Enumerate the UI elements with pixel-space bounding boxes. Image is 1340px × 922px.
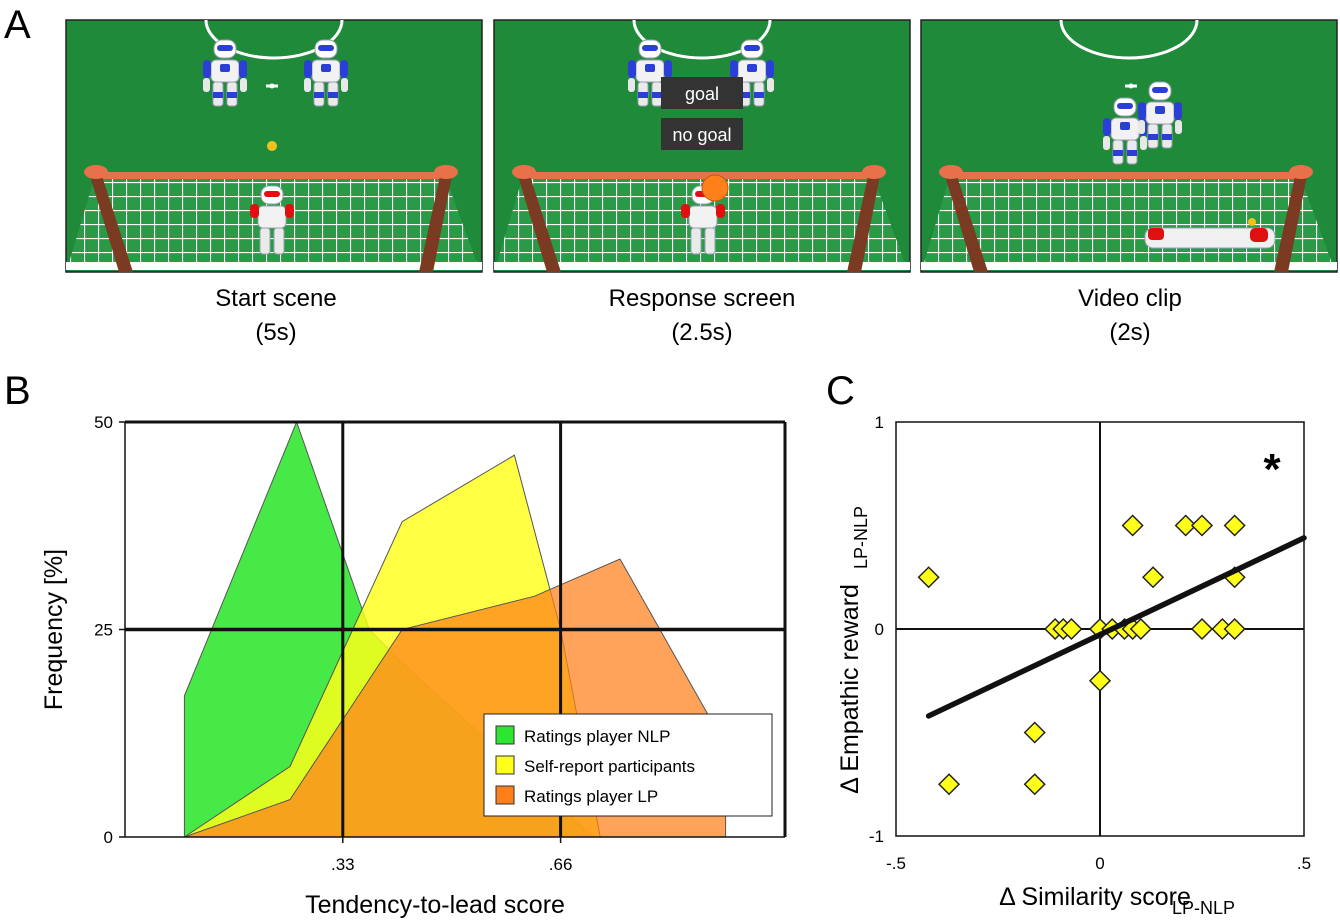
scene-duration: (2s) (1109, 319, 1150, 346)
x-tick-label: .5 (1297, 854, 1311, 873)
scene-duration: (2.5s) (671, 319, 732, 346)
data-point (1060, 617, 1083, 641)
data-point (1174, 514, 1197, 537)
legend-label: Ratings player NLP (524, 727, 670, 746)
data-point (1088, 669, 1112, 692)
y-tick-label: -1 (869, 827, 884, 846)
data-point (937, 773, 961, 796)
scene-duration: (5s) (255, 319, 296, 346)
data-point (917, 566, 940, 589)
regression-line (925, 535, 1307, 719)
scene-caption: Video clip (1078, 285, 1182, 312)
scene-caption: Start scene (215, 285, 336, 312)
y-tick-label: 0 (875, 620, 884, 639)
y-axis-label-subscript: LP-NLP (851, 506, 871, 569)
data-point (1223, 617, 1246, 641)
legend: Ratings player NLP Self-report participan… (483, 713, 773, 817)
legend-label: Self-report participants (524, 757, 695, 776)
x-axis-label: Tendency-to-lead score (305, 891, 565, 919)
y-tick-label: 25 (94, 621, 113, 640)
y-tick-label: 50 (94, 413, 113, 432)
scene-start (65, 19, 483, 273)
x-axis-label: Δ Similarity score (999, 883, 1191, 911)
fallen-goalkeeper-icon (1144, 218, 1276, 249)
data-point (1023, 773, 1046, 796)
x-tick-label: .33 (331, 855, 355, 874)
legend-swatch (495, 725, 515, 745)
x-tick-label: -.5 (886, 854, 906, 873)
x-tick-label: 0 (1095, 854, 1104, 873)
scene-caption: Response screen (609, 285, 796, 312)
scene-video-clip (920, 19, 1338, 273)
legend-swatch (495, 755, 515, 775)
data-point (1223, 514, 1246, 537)
no-goal-button-label: no goal (672, 125, 731, 145)
no-goal-button[interactable] (661, 118, 743, 150)
data-point (1129, 617, 1152, 641)
y-tick-label: 0 (104, 828, 113, 847)
legend-box (483, 713, 773, 817)
panel-a-letter: A (4, 3, 31, 47)
y-tick-label: 1 (875, 413, 884, 432)
legend-label: Ratings player LP (524, 787, 658, 806)
x-tick-label: .66 (549, 855, 573, 874)
scene-response: goal no goal (493, 19, 911, 273)
data-point (1023, 721, 1046, 744)
panel-c-letter: C (826, 369, 855, 413)
data-point (1190, 617, 1214, 641)
legend-swatch (495, 785, 515, 805)
x-axis-label-subscript: LP-NLP (1172, 898, 1235, 918)
y-axis-label-group: Δ Empathic reward LP-NLP (836, 506, 871, 794)
ball-icon (267, 141, 277, 151)
ball-icon (701, 174, 729, 202)
data-point (1121, 514, 1144, 537)
goal-button[interactable] (661, 77, 743, 109)
significance-marker: * (1263, 445, 1281, 494)
goal-button-label: goal (685, 84, 719, 104)
data-point (1190, 514, 1214, 537)
y-axis-label: Frequency [%] (40, 549, 68, 710)
data-point (1141, 566, 1165, 589)
panel-b-letter: B (4, 369, 31, 413)
y-axis-label: Δ Empathic reward (836, 584, 864, 794)
